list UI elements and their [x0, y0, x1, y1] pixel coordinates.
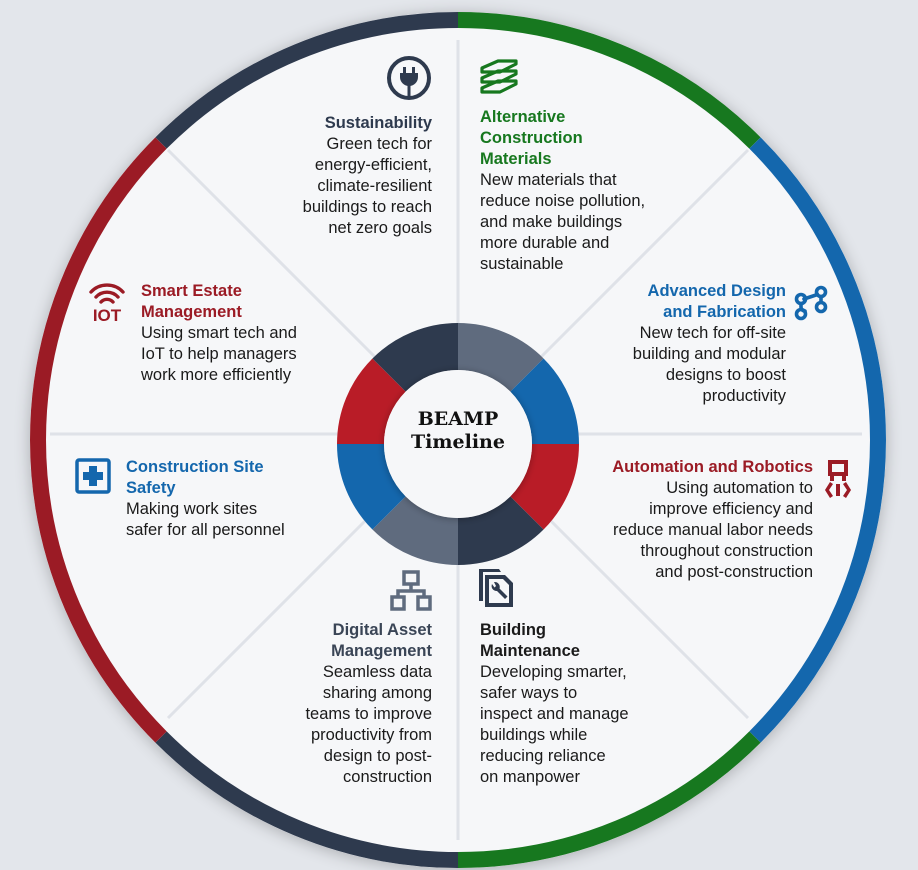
- first-aid-icon: [75, 458, 111, 494]
- segment-sustainability: Sustainability Green tech for energy-eff…: [250, 113, 432, 239]
- segment-title: Automation and Robotics: [612, 458, 813, 476]
- nodes-icon: [794, 285, 828, 321]
- segment-description: New materials that reduce noise pollutio…: [480, 171, 646, 273]
- segment-digital-asset-management: Digital Asset Management Seamless data s…: [262, 620, 432, 788]
- segment-description: Using smart tech and IoT to help manager…: [141, 324, 297, 384]
- ring-arc-dark-bottom: [155, 731, 459, 868]
- center-title-line1: BEAMP: [417, 408, 499, 430]
- layers-icon: [480, 59, 518, 94]
- hierarchy-icon: [390, 570, 432, 611]
- segment-description: Developing smarter, safer ways to inspec…: [480, 663, 629, 786]
- segment-description: Seamless data sharing among teams to imp…: [305, 663, 432, 786]
- segment-title: Smart Estate Management: [141, 282, 242, 321]
- segment-title: Digital Asset Management: [331, 621, 432, 660]
- segment-title: Construction Site Safety: [126, 458, 264, 497]
- document-wrench-icon: [479, 569, 513, 607]
- plug-icon: [387, 56, 431, 100]
- iot-icon: IOT: [89, 283, 125, 323]
- iot-icon-label: IOT: [93, 306, 122, 323]
- segment-building-maintenance: Building Maintenance Developing smarter,…: [480, 620, 670, 788]
- center-title-line2: Timeline: [411, 431, 505, 453]
- ring-arc-green-top: [457, 12, 761, 149]
- ring-arc-red-left: [30, 137, 167, 743]
- ring-arc-blue-right: [749, 137, 886, 743]
- segment-description: Green tech for energy-efficient, climate…: [302, 135, 432, 237]
- segment-description: Using automation to improve efficiency a…: [613, 479, 813, 581]
- segment-automation-and-robotics: Automation and Robotics Using automation…: [570, 457, 813, 583]
- segment-title: Alternative Construction Materials: [480, 108, 583, 168]
- center-donut: [337, 323, 579, 565]
- segment-description: New tech for off-site building and modul…: [632, 324, 786, 405]
- segment-title: Building Maintenance: [480, 621, 580, 660]
- ring-arc-green-bottom: [457, 731, 761, 868]
- robot-arm-icon: [825, 460, 851, 498]
- divider-lines: [50, 40, 862, 840]
- segment-alternative-construction-materials: Alternative Construction Materials New m…: [480, 107, 690, 275]
- segment-smart-estate-management: Smart Estate Management Using smart tech…: [141, 281, 341, 386]
- segment-title: Sustainability: [324, 114, 432, 132]
- segment-advanced-design-and-fabrication: Advanced Design and Fabrication New tech…: [586, 281, 786, 407]
- outer-ring: [30, 12, 886, 868]
- segment-title: Advanced Design and Fabrication: [647, 282, 786, 321]
- segment-construction-site-safety: Construction Site Safety Making work sit…: [126, 457, 336, 541]
- segment-description: Making work sites safer for all personne…: [126, 500, 285, 539]
- center-title: BEAMP Timeline: [398, 408, 518, 454]
- ring-arc-dark-top: [155, 12, 459, 149]
